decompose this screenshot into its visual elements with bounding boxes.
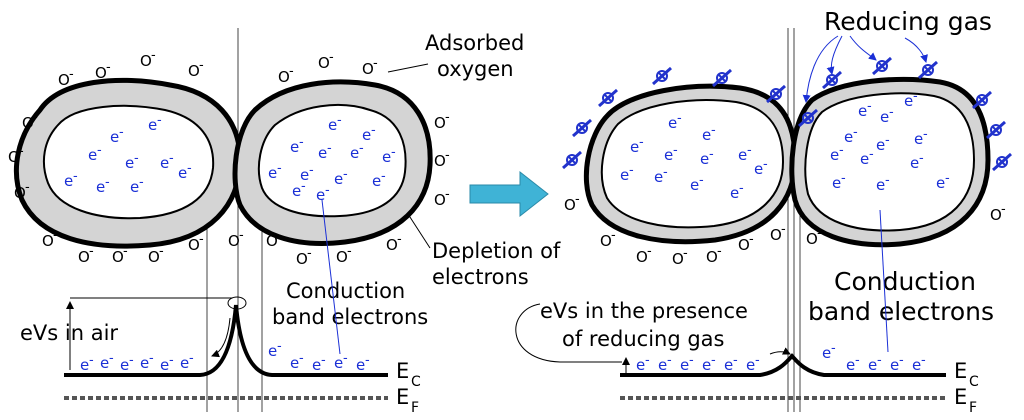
ef-sub-right: F [969, 400, 977, 416]
reducing-gas-label: Reducing gas [824, 7, 992, 36]
ec-sub-left: C [411, 374, 421, 390]
barrier-curve-arrow [211, 317, 231, 358]
transition-arrow [469, 170, 549, 218]
adsorbed-label-line2: oxygen [437, 57, 514, 81]
gas-arrow-3 [849, 35, 877, 61]
conduction-band-curve [64, 304, 388, 377]
conduction-label-line2: band electrons [272, 305, 428, 329]
gas-arrow-2 [826, 35, 843, 75]
right-conduction-band-curve [620, 353, 946, 377]
right-barrier-peak-arrow [769, 347, 791, 355]
ef-label-right: E [954, 385, 967, 409]
right-barrier-label-line1: eVs in the presence [540, 299, 748, 323]
ef-label-left: E [396, 385, 409, 409]
gas-arrow-1 [802, 35, 839, 103]
conduction-pointer [321, 199, 341, 355]
right-barrier-label-line2: of reducing gas [562, 327, 724, 351]
barrier-peak-marker [227, 296, 247, 310]
ef-sub-left: F [411, 400, 419, 416]
gas-arrow-4 [904, 37, 928, 63]
right-conduction-label-line2: band electrons [808, 297, 994, 326]
ec-label-left: E [396, 359, 409, 383]
adsorbed-label-line1: Adsorbed [425, 31, 524, 55]
left-panel: Adsorbed oxygen Depletion of electrons C… [8, 28, 561, 416]
ec-label-right: E [954, 359, 967, 383]
ec-sub-right: C [969, 374, 979, 390]
right-conduction-pointer [879, 209, 889, 353]
right-panel: Reducing gas Conduction band electrons e… [515, 7, 1013, 416]
adsorbed-pointer [387, 63, 429, 73]
depletion-label-line2: electrons [432, 265, 529, 289]
depletion-label-line1: Depletion of [432, 239, 561, 263]
right-conduction-label-line1: Conduction [834, 267, 976, 296]
depletion-pointer [407, 213, 431, 249]
barrier-label-air: eVs in air [20, 321, 118, 345]
right-barrier-leader [515, 303, 622, 363]
conduction-label-line1: Conduction [286, 279, 405, 303]
